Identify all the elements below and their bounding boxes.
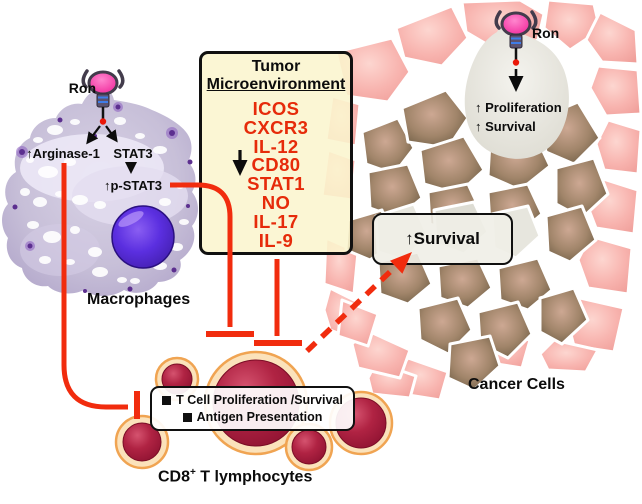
tcell-effect-row: T Cell Proliferation /Survival bbox=[162, 392, 343, 409]
proliferation-label: ↑ Proliferation bbox=[475, 100, 562, 115]
factor-item: STAT1 bbox=[247, 173, 305, 195]
pink-cancer-cells bbox=[320, 0, 642, 402]
tumor-factor-list: ICOS CXCR3 IL-12 CD80 STAT1 NO IL-17 IL-… bbox=[202, 98, 350, 251]
survival-label: ↑ Survival bbox=[475, 119, 536, 134]
ron-label-macrophage: Ron bbox=[68, 80, 96, 96]
survival-box: ↑Survival bbox=[372, 213, 513, 265]
cancer-cytoplasm-blob bbox=[464, 26, 569, 159]
factor-item: NO bbox=[261, 191, 291, 213]
tumor-microenvironment-box: Tumor Microenvironment ICOS CXCR3 IL-12 … bbox=[199, 51, 353, 255]
tumor-box-title-line2: Microenvironment bbox=[206, 76, 346, 93]
factor-item: IL-17 bbox=[253, 210, 299, 232]
cd8-caption-rest: T lymphocytes bbox=[195, 468, 313, 486]
cd8-caption-base: CD8 bbox=[158, 468, 191, 486]
macrophage-nucleus bbox=[111, 205, 175, 269]
factor-item: IL-9 bbox=[258, 229, 294, 251]
arginase-inhibition-line bbox=[61, 163, 128, 410]
ron-receptor-icon bbox=[494, 10, 538, 66]
pstat3-label: ↑p-STAT3 bbox=[103, 178, 162, 193]
tumor-box-title-line1: Tumor bbox=[251, 58, 301, 75]
macrophages-caption: Macrophages bbox=[87, 291, 191, 308]
macrophage-vacuoles bbox=[20, 117, 189, 284]
factor-item: CXCR3 bbox=[243, 116, 309, 138]
tcell-effects-box: T Cell Proliferation /Survival Antigen P… bbox=[150, 386, 355, 431]
cd8-caption: CD8+ T lymphocytes bbox=[158, 467, 312, 486]
stat3-label: STAT3 bbox=[113, 146, 153, 161]
factor-item: CD80 bbox=[251, 154, 301, 176]
macrophage-granules bbox=[12, 102, 193, 293]
cancer-cells-caption: Cancer Cells bbox=[468, 376, 565, 393]
tcell-effect-row: Antigen Presentation bbox=[182, 409, 323, 426]
dashed-survival-arrow-line bbox=[305, 268, 394, 353]
tcell-effect-label: T Cell Proliferation /Survival bbox=[176, 392, 343, 407]
receptor-to-stat3-arrow-icon bbox=[105, 125, 118, 143]
factor-item: IL-12 bbox=[253, 135, 299, 157]
arginase-label: ↑Arginase-1 bbox=[26, 146, 100, 161]
ron-label-cancer: Ron bbox=[532, 25, 560, 41]
bullet-square-icon bbox=[182, 412, 192, 422]
survival-box-label: ↑Survival bbox=[405, 229, 480, 248]
receptor-to-arginase-arrow-icon bbox=[86, 125, 101, 145]
bullet-square-icon bbox=[162, 395, 172, 405]
cd8-caption-sup: + bbox=[190, 467, 196, 478]
factor-item: ICOS bbox=[252, 98, 300, 119]
tcell-effect-label: Antigen Presentation bbox=[196, 409, 323, 424]
